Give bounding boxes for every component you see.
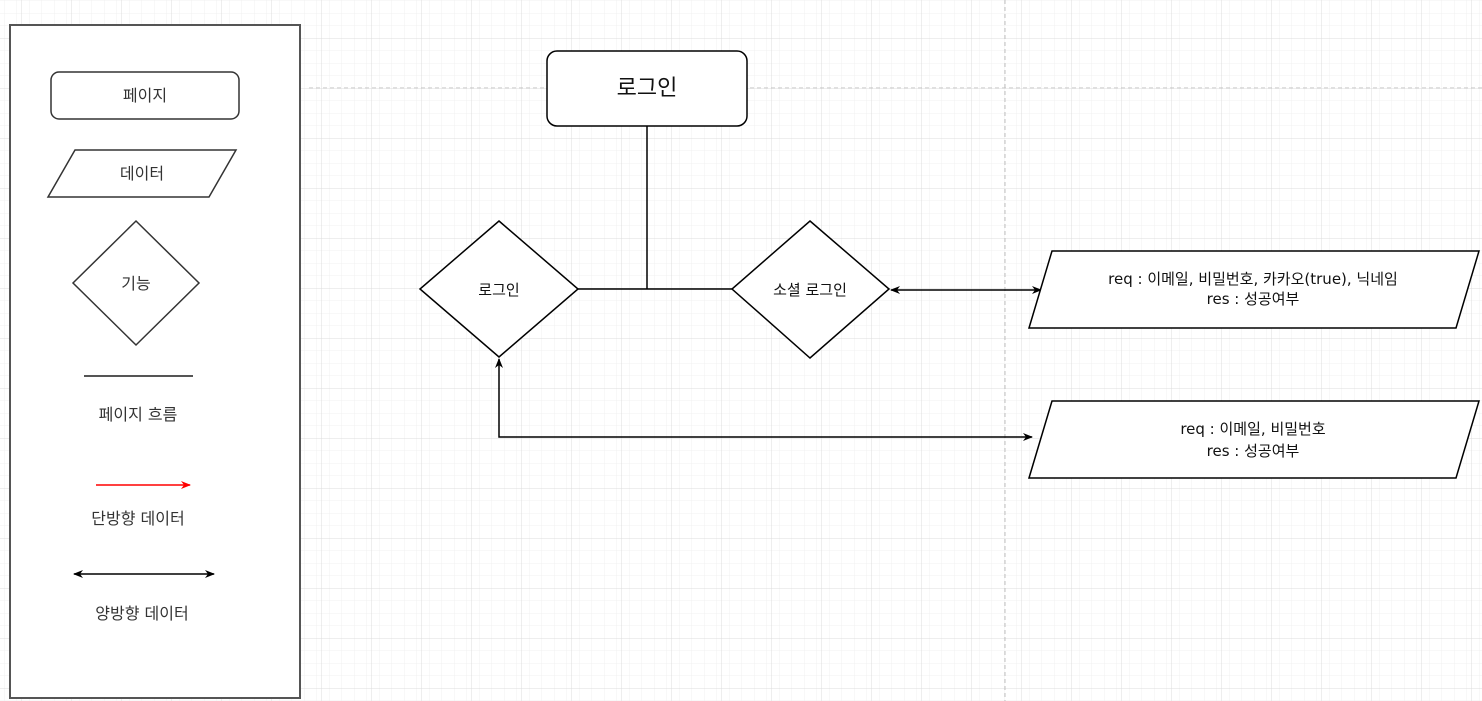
login-data-arrow[interactable] (495, 358, 1033, 441)
social-login-data-node[interactable] (1027, 250, 1481, 329)
login-data-res: res : 성공여부 (1207, 442, 1300, 460)
social-login-data-res: res : 성공여부 (1207, 290, 1300, 308)
legend-function-label: 기능 (121, 274, 150, 293)
social-login-data-req: req : 이메일, 비밀번호, 카카오(true), 닉네임 (1108, 270, 1398, 288)
legend-panel[interactable]: 페이지 데이터 기능 페이지 흐름 단방향 데이터 양방향 데이터 (9, 24, 301, 699)
social-login-function-label: 소셜 로그인 (773, 281, 847, 299)
legend-page-flow-label: 페이지 흐름 (99, 405, 178, 424)
legend-one-way-label: 단방향 데이터 (91, 509, 184, 528)
login-function-node[interactable] (418, 220, 580, 358)
legend-two-way-label: 양방향 데이터 (95, 604, 188, 623)
legend-page-shape[interactable] (50, 71, 240, 120)
login-page-label: 로그인 (617, 76, 678, 101)
legend-function-shape[interactable] (71, 219, 201, 347)
legend-data-shape[interactable] (46, 149, 238, 198)
login-data-req: req : 이메일, 비밀번호 (1180, 420, 1326, 438)
login-page-node[interactable] (546, 50, 748, 127)
legend-data-label: 데이터 (120, 164, 164, 183)
legend-page-label: 페이지 (123, 86, 167, 105)
login-data-node[interactable] (1027, 400, 1481, 479)
login-function-label: 로그인 (478, 281, 519, 299)
